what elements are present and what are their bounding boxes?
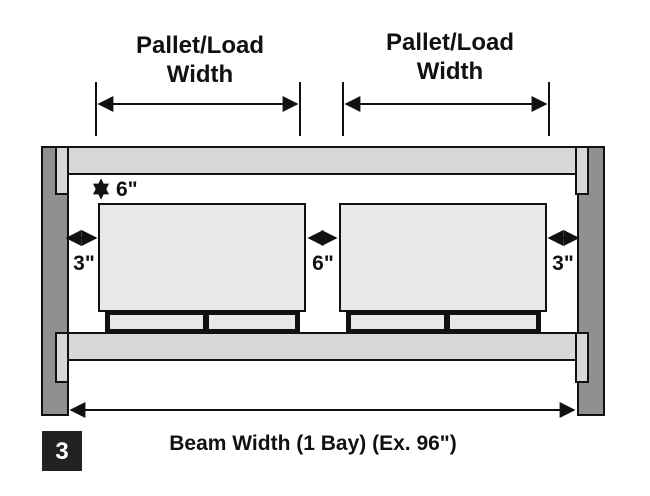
left-clearance-dimension: 3" — [65, 230, 98, 275]
pallet-right — [346, 311, 541, 333]
left-top-connector — [55, 146, 69, 195]
pallet-width-right-line-1: Pallet/Load — [386, 29, 514, 56]
load-left — [98, 203, 306, 312]
pallet-width-right-dimension — [342, 82, 550, 136]
step-number: 3 — [55, 438, 68, 465]
step-badge — [42, 431, 82, 471]
pallet-width-left-line-1: Pallet/Load — [136, 32, 264, 59]
right-bottom-connector — [575, 332, 589, 383]
top-clearance-dimension: 6" — [93, 178, 138, 201]
pallet-width-right-line-2: Width — [417, 58, 483, 85]
top-beam — [67, 146, 577, 175]
right-clearance-label: 3" — [552, 252, 574, 275]
pallet-left — [105, 311, 300, 333]
pallet-width-left-line-2: Width — [167, 61, 233, 88]
left-clearance-label: 3" — [73, 252, 95, 275]
center-clearance-dimension: 6" — [307, 230, 338, 275]
bottom-beam — [67, 332, 577, 361]
beam-width-label: Beam Width (1 Bay) (Ex. 96") — [169, 432, 457, 455]
right-top-connector — [575, 146, 589, 195]
center-clearance-label: 6" — [312, 252, 334, 275]
left-bottom-connector — [55, 332, 69, 383]
top-clearance-label: 6" — [116, 178, 138, 201]
right-clearance-dimension: 3" — [547, 230, 580, 275]
pallet-width-left-dimension — [95, 82, 301, 136]
load-right — [339, 203, 547, 312]
